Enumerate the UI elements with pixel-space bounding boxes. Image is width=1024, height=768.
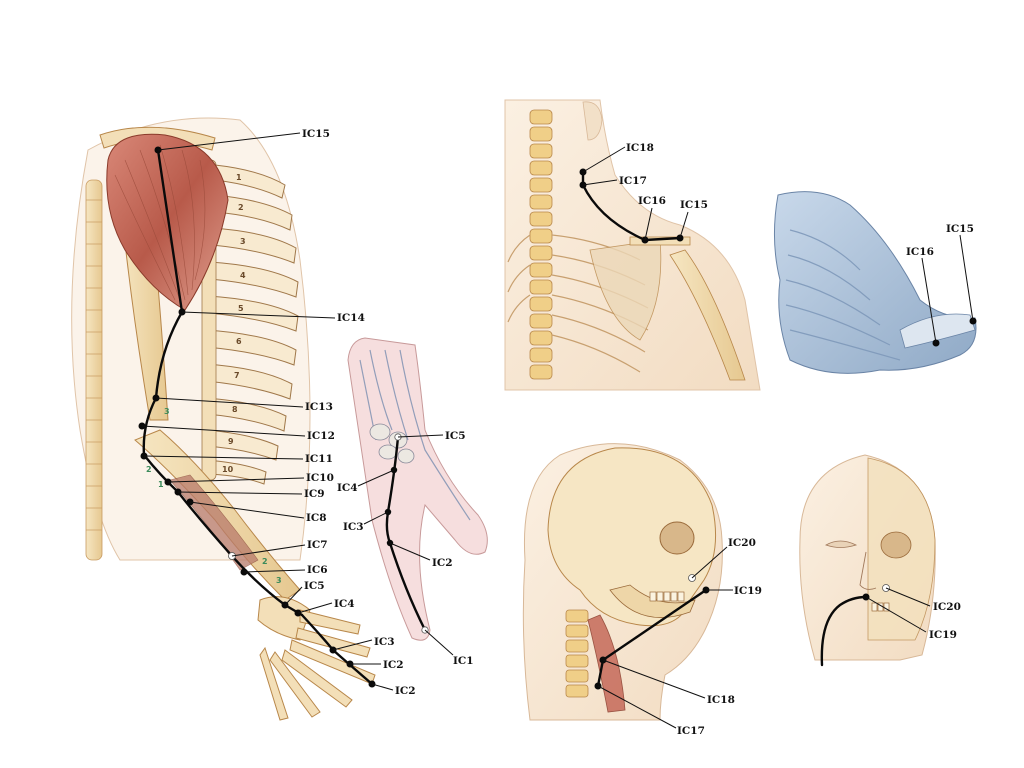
back-scapula bbox=[589, 239, 662, 341]
rib-number: 9 bbox=[228, 437, 234, 446]
green-number: 3 bbox=[164, 407, 170, 416]
neck-label-ic15: IC15 bbox=[680, 199, 708, 211]
orbit bbox=[659, 521, 695, 555]
rib-number: 5 bbox=[238, 304, 244, 313]
right-orbit bbox=[880, 531, 912, 559]
hand-bones bbox=[257, 596, 376, 721]
neck-back-panel: IC18 IC17 IC16 IC15 bbox=[504, 99, 761, 391]
forearm-muscle bbox=[169, 474, 259, 571]
scapula-bone bbox=[773, 191, 977, 374]
hand-label-ic5: IC5 bbox=[445, 430, 466, 442]
hand-label-ic2: IC2 bbox=[432, 557, 453, 569]
skull-label-ic20: IC20 bbox=[728, 537, 756, 549]
arm-label-ic9: IC9 bbox=[304, 488, 325, 500]
ear bbox=[582, 101, 603, 141]
arm-label-ic4: IC4 bbox=[334, 598, 355, 610]
vertebral-column bbox=[529, 109, 553, 380]
rib-number: 3 bbox=[240, 237, 246, 246]
skull-side-panel: IC20 IC19 IC18 IC17 bbox=[522, 443, 762, 737]
green-number: 1 bbox=[158, 480, 164, 489]
rib-number: 6 bbox=[236, 337, 242, 346]
deltoid-muscle bbox=[106, 133, 229, 311]
skull-label-ic19: IC19 bbox=[734, 585, 762, 597]
face-label-ic20: IC20 bbox=[933, 601, 961, 613]
green-number: 3 bbox=[276, 576, 282, 585]
ribcage bbox=[205, 164, 299, 485]
arm-label-ic5: IC5 bbox=[304, 580, 325, 592]
arm-label-ic6: IC6 bbox=[307, 564, 328, 576]
arm-label-ic10: IC10 bbox=[306, 472, 334, 484]
hand-label-ic1: IC1 bbox=[453, 655, 474, 667]
rib-number: 2 bbox=[238, 203, 244, 212]
neck-label-ic17: IC17 bbox=[619, 175, 647, 187]
rib-numbers: 1 2 3 4 5 6 7 8 9 10 bbox=[222, 173, 246, 474]
arm-label-ic15: IC15 bbox=[302, 128, 330, 140]
arm-label-ic13: IC13 bbox=[305, 401, 333, 413]
hand-outline bbox=[347, 337, 488, 641]
rib-number: 7 bbox=[234, 371, 240, 380]
neck-muscle bbox=[587, 614, 626, 713]
arm-label-ic2a: IC2 bbox=[383, 659, 404, 671]
skull-label-ic17: IC17 bbox=[677, 725, 705, 737]
rib-number: 4 bbox=[240, 271, 246, 280]
rib-number: 8 bbox=[232, 405, 238, 414]
scapula-panel: IC16 IC15 bbox=[773, 191, 977, 374]
spine bbox=[85, 179, 103, 561]
face-label-ic19: IC19 bbox=[929, 629, 957, 641]
hand-panel: IC5 IC4 IC3 IC2 IC1 bbox=[337, 337, 488, 667]
scapula-label-ic15: IC15 bbox=[946, 223, 974, 235]
green-number: 2 bbox=[146, 465, 152, 474]
cervical-spine bbox=[565, 609, 589, 698]
hand-label-ic4: IC4 bbox=[337, 482, 358, 494]
arm-label-ic11: IC11 bbox=[305, 453, 333, 465]
arm-label-ic2b: IC2 bbox=[395, 685, 416, 697]
nose bbox=[859, 551, 877, 590]
scapula-ribs bbox=[785, 229, 901, 361]
arm-label-ic12: IC12 bbox=[307, 430, 335, 442]
rib-number: 1 bbox=[236, 173, 242, 182]
skull-label-ic18: IC18 bbox=[707, 694, 735, 706]
arm-label-ic7: IC7 bbox=[307, 539, 328, 551]
left-eye bbox=[825, 540, 858, 548]
arm-label-ic3: IC3 bbox=[374, 636, 395, 648]
arm-label-ic8: IC8 bbox=[306, 512, 327, 524]
front-teeth bbox=[871, 602, 890, 612]
neck-label-ic18: IC18 bbox=[626, 142, 654, 154]
neck-label-ic16: IC16 bbox=[638, 195, 666, 207]
back-humerus bbox=[669, 249, 746, 381]
arm-panel: 1 2 3 4 5 6 7 8 9 10 bbox=[71, 117, 416, 721]
scapula-label-ic16: IC16 bbox=[906, 246, 934, 258]
arm-label-ic14: IC14 bbox=[337, 312, 365, 324]
rib-number: 10 bbox=[222, 465, 234, 474]
green-number: 2 bbox=[262, 557, 268, 566]
skull bbox=[547, 447, 717, 627]
face-meridian bbox=[820, 595, 868, 667]
acromion bbox=[899, 313, 976, 349]
hand-label-ic3: IC3 bbox=[343, 521, 364, 533]
face-front-panel: IC20 IC19 bbox=[799, 454, 961, 667]
teeth bbox=[649, 591, 685, 602]
